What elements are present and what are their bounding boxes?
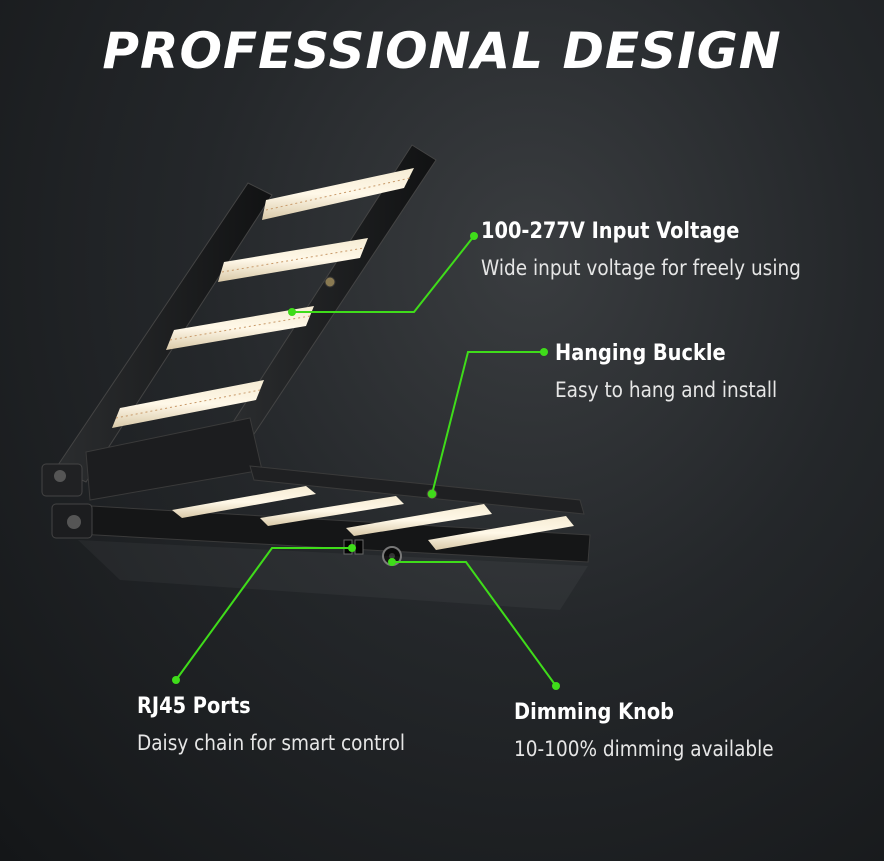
callout-title: 100-277V Input Voltage <box>481 219 740 244</box>
callout-hanging-buckle: Hanging Buckle Easy to hang and install <box>555 341 807 402</box>
lower-panel-back-rail <box>249 465 585 515</box>
rj45-port-right <box>354 539 364 555</box>
buckle-leader-line <box>431 351 544 495</box>
voltage-leader-line <box>292 235 475 313</box>
callout-input-voltage: 100-277V Input Voltage Wide input voltag… <box>481 219 845 280</box>
callout-description: Daisy chain for smart control <box>137 731 406 755</box>
rj45-leader-line <box>175 547 352 681</box>
callout-description: 10-100% dimming available <box>514 737 774 761</box>
upright-left-rail <box>55 182 273 483</box>
upright-led-bars <box>112 168 414 428</box>
callout-leader-lines <box>175 235 557 687</box>
page-title: PROFESSIONAL DESIGN <box>102 22 782 80</box>
callout-description: Wide input voltage for freely using <box>481 256 801 280</box>
callout-title: Hanging Buckle <box>555 341 726 366</box>
callout-dimming-knob: Dimming Knob 10-100% dimming available <box>514 700 809 761</box>
upright-hanging-buckle <box>324 276 336 288</box>
callout-title: Dimming Knob <box>514 700 675 725</box>
lower-led-bars <box>172 486 574 550</box>
knob-leader-line <box>392 561 557 687</box>
callout-dots <box>172 232 560 690</box>
callout-description: Easy to hang and install <box>555 378 778 402</box>
callout-title: RJ45 Ports <box>137 694 251 719</box>
callout-rj45-ports: RJ45 Ports Daisy chain for smart control <box>137 694 442 755</box>
